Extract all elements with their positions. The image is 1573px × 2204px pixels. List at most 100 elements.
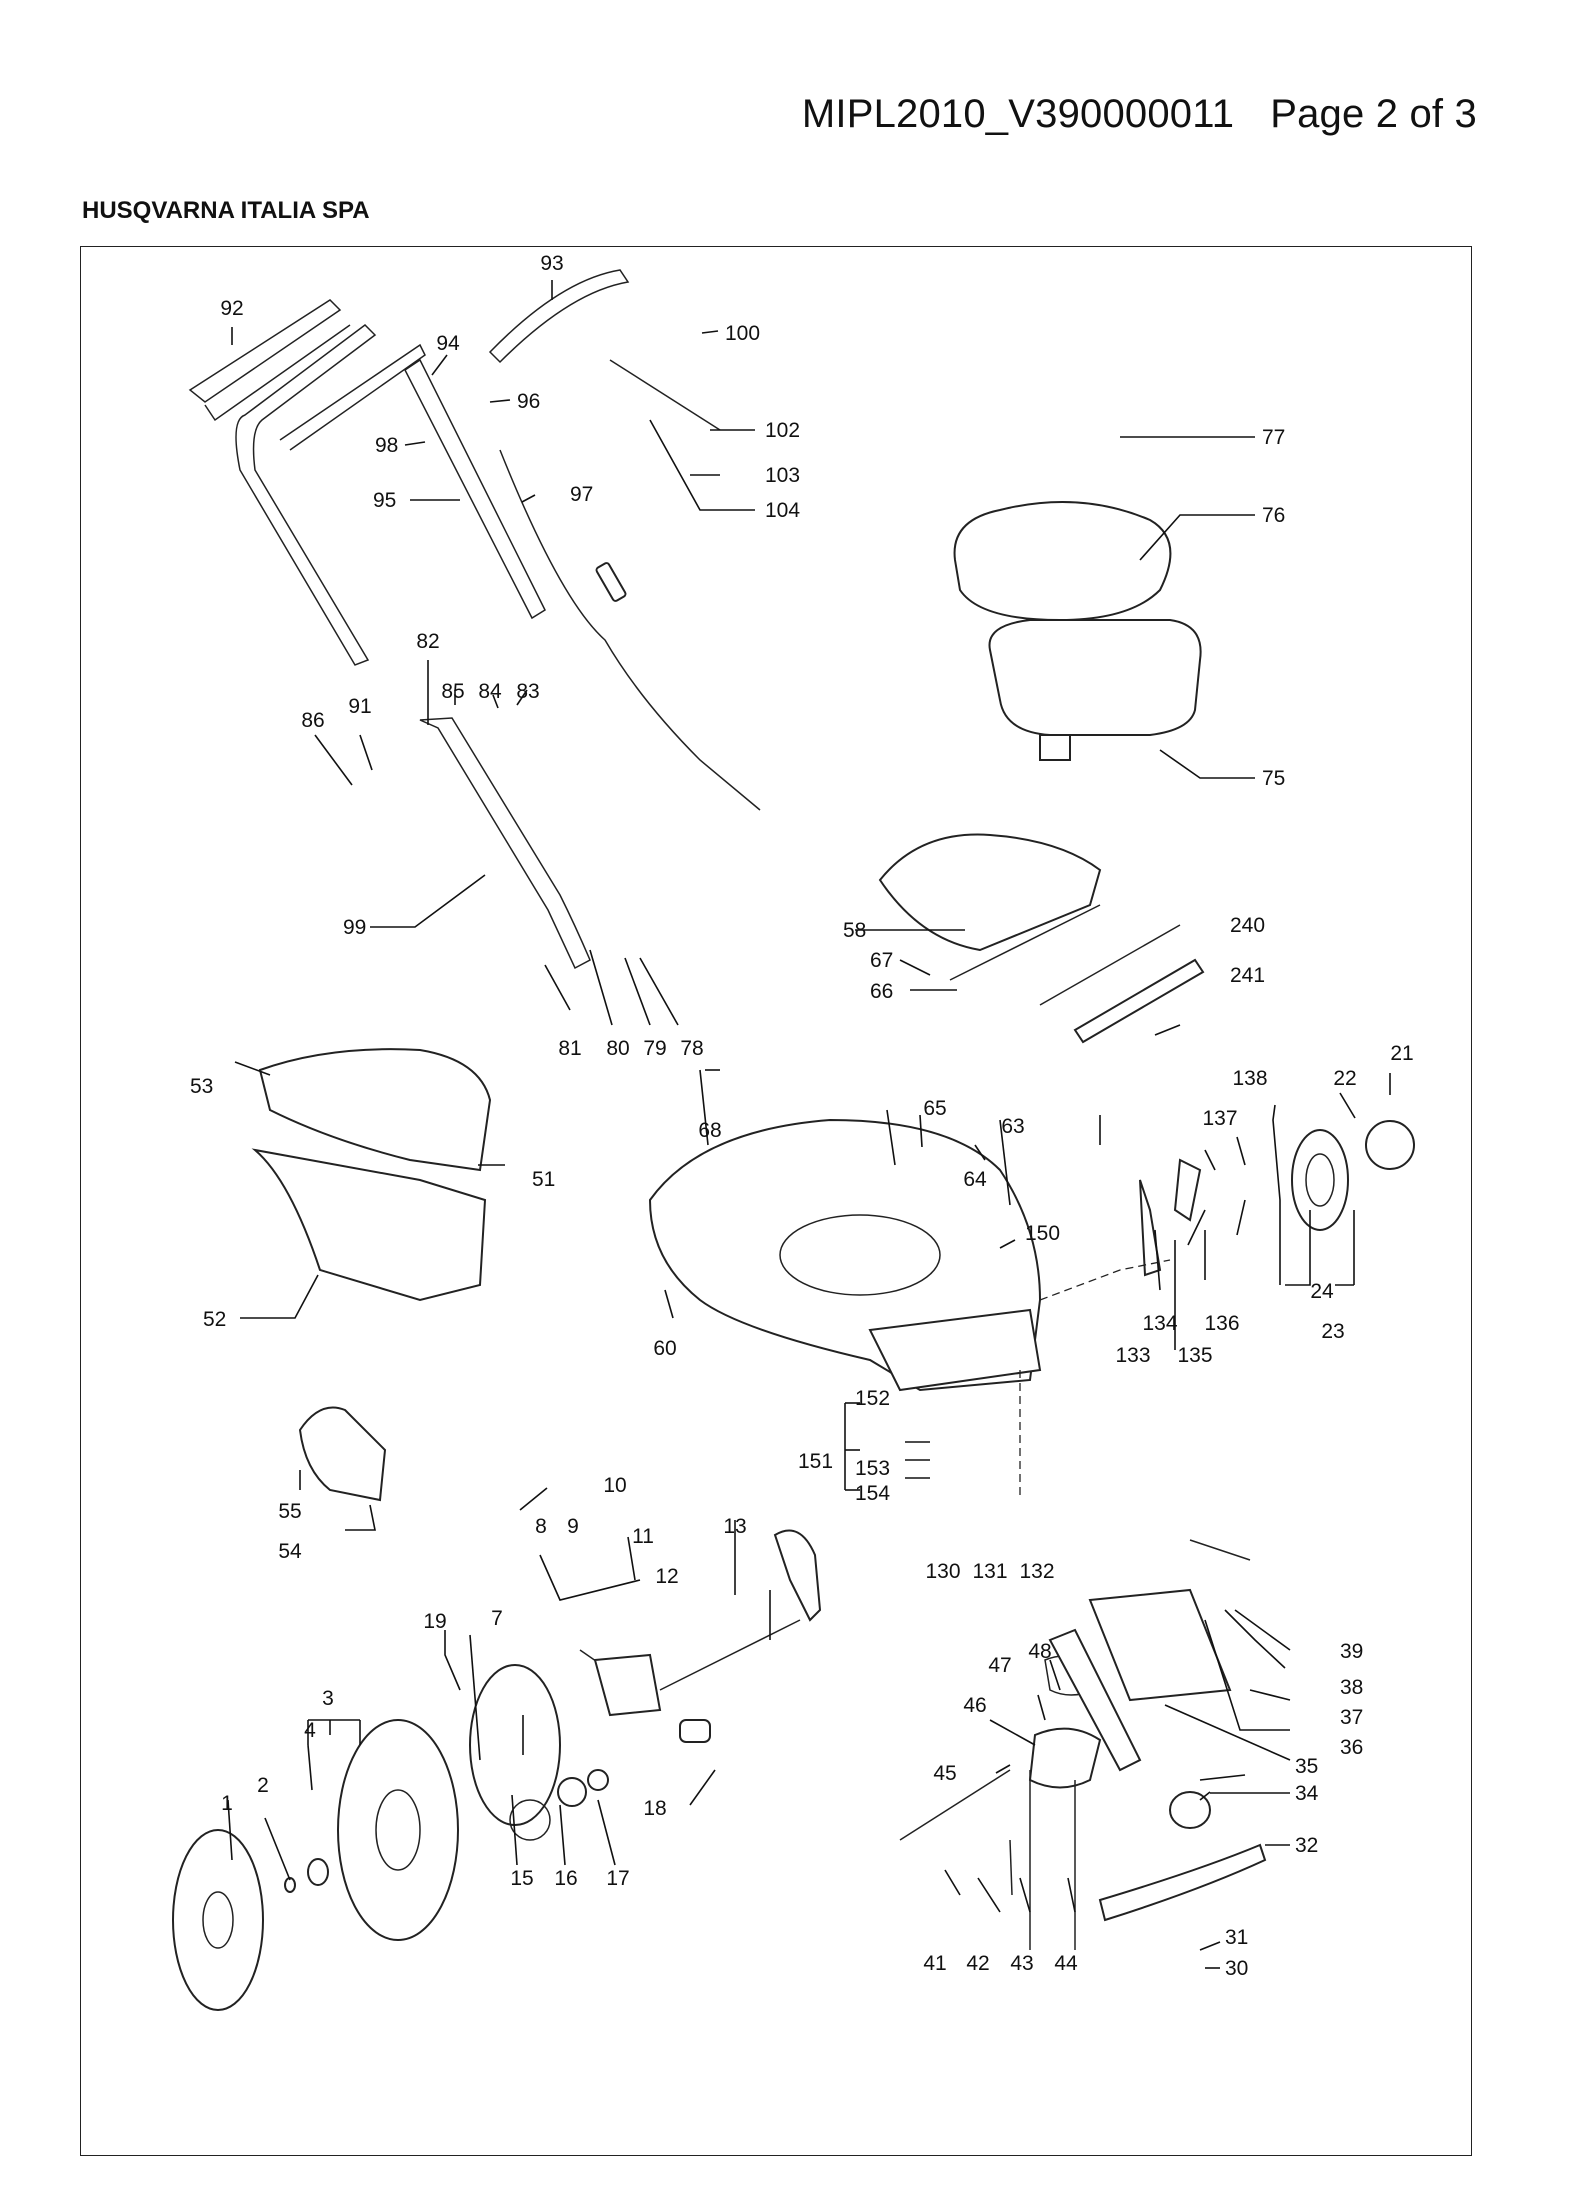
callout-32: 32 bbox=[1295, 1834, 1318, 1857]
alignment-lines bbox=[1019, 1259, 1171, 1500]
callout-19: 19 bbox=[423, 1610, 446, 1633]
callout-45: 45 bbox=[933, 1762, 956, 1785]
callout-3: 3 bbox=[322, 1687, 334, 1710]
callout-152: 152 bbox=[855, 1387, 890, 1410]
gearbox-assembly bbox=[899, 1539, 1267, 1950]
callout-7: 7 bbox=[491, 1607, 503, 1630]
front-wheel-assembly bbox=[172, 1719, 459, 2011]
callout-51: 51 bbox=[532, 1168, 555, 1191]
callout-84: 84 bbox=[478, 680, 502, 703]
callout-91: 91 bbox=[348, 695, 371, 718]
callout-43: 43 bbox=[1010, 1952, 1033, 1975]
callout-131: 131 bbox=[972, 1560, 1007, 1583]
callout-137: 137 bbox=[1202, 1107, 1237, 1130]
rear-flap-assembly bbox=[878, 833, 1205, 1044]
deflector-assembly bbox=[298, 1406, 387, 1502]
callout-83: 83 bbox=[516, 680, 539, 703]
callout-42: 42 bbox=[966, 1952, 989, 1975]
callout-102: 102 bbox=[765, 419, 800, 442]
callout-65: 65 bbox=[923, 1097, 946, 1120]
callout-98: 98 bbox=[375, 434, 398, 457]
callout-60: 60 bbox=[653, 1337, 676, 1360]
callout-132: 132 bbox=[1019, 1560, 1054, 1583]
callout-82: 82 bbox=[416, 630, 439, 653]
callout-136: 136 bbox=[1204, 1312, 1239, 1335]
deck-assembly bbox=[648, 1118, 1042, 1392]
callout-47: 47 bbox=[988, 1654, 1011, 1677]
callout-35: 35 bbox=[1295, 1755, 1318, 1778]
callout-55: 55 bbox=[278, 1500, 301, 1523]
callout-41: 41 bbox=[923, 1952, 946, 1975]
callout-52: 52 bbox=[203, 1308, 226, 1331]
callout-80: 80 bbox=[606, 1037, 629, 1060]
callout-30: 30 bbox=[1225, 1957, 1248, 1980]
page-indicator: Page 2 of 3 bbox=[1270, 92, 1477, 136]
callout-46: 46 bbox=[963, 1694, 986, 1717]
callout-97: 97 bbox=[570, 483, 593, 506]
callout-53: 53 bbox=[190, 1075, 213, 1098]
callout-94: 94 bbox=[436, 332, 460, 355]
callout-15: 15 bbox=[510, 1867, 533, 1890]
diagram-frame bbox=[80, 246, 1472, 2156]
callout-54: 54 bbox=[278, 1540, 302, 1563]
callout-68: 68 bbox=[698, 1119, 721, 1142]
callout-38: 38 bbox=[1340, 1676, 1363, 1699]
callout-130: 130 bbox=[925, 1560, 960, 1583]
rear-wheel-assembly bbox=[1139, 1120, 1415, 1277]
callout-16: 16 bbox=[554, 1867, 577, 1890]
callout-138: 138 bbox=[1232, 1067, 1267, 1090]
callout-48: 48 bbox=[1028, 1640, 1051, 1663]
callout-10: 10 bbox=[603, 1474, 626, 1497]
callout-86: 86 bbox=[301, 709, 324, 732]
callout-63: 63 bbox=[1001, 1115, 1024, 1138]
callout-11: 11 bbox=[632, 1525, 654, 1548]
callout-67: 67 bbox=[870, 949, 893, 972]
callout-133: 133 bbox=[1115, 1344, 1150, 1367]
company-name: HUSQVARNA ITALIA SPA bbox=[82, 197, 370, 224]
callout-9: 9 bbox=[567, 1515, 579, 1538]
callout-2: 2 bbox=[257, 1774, 269, 1797]
leader-lines bbox=[227, 280, 1391, 1969]
callout-99: 99 bbox=[343, 916, 366, 939]
callout-21: 21 bbox=[1390, 1042, 1413, 1065]
callout-44: 44 bbox=[1054, 1952, 1078, 1975]
callout-36: 36 bbox=[1340, 1736, 1363, 1759]
callout-4: 4 bbox=[304, 1719, 316, 1742]
callout-39: 39 bbox=[1340, 1640, 1363, 1663]
callout-8: 8 bbox=[535, 1515, 547, 1538]
callout-12: 12 bbox=[655, 1565, 678, 1588]
callout-64: 64 bbox=[963, 1168, 987, 1191]
callout-labels: 93 92 94 100 96 98 102 103 97 95 104 77 … bbox=[190, 252, 1414, 1980]
callout-75: 75 bbox=[1262, 767, 1285, 790]
callout-78: 78 bbox=[680, 1037, 703, 1060]
callout-37: 37 bbox=[1340, 1706, 1363, 1729]
callout-23: 23 bbox=[1321, 1320, 1344, 1343]
callout-81: 81 bbox=[558, 1037, 581, 1060]
document-header: MIPL2010_V390000011 Page 2 of 3 bbox=[802, 92, 1477, 137]
callout-95: 95 bbox=[373, 489, 396, 512]
callout-134: 134 bbox=[1142, 1312, 1177, 1335]
callout-240: 240 bbox=[1230, 914, 1265, 937]
callout-150: 150 bbox=[1025, 1222, 1060, 1245]
handle-assembly bbox=[188, 269, 761, 970]
callout-153: 153 bbox=[855, 1457, 890, 1480]
callout-58: 58 bbox=[843, 919, 866, 942]
callout-22: 22 bbox=[1333, 1067, 1356, 1090]
callout-66: 66 bbox=[870, 980, 893, 1003]
callout-92: 92 bbox=[220, 297, 243, 320]
document-id: MIPL2010_V390000011 bbox=[801, 92, 1235, 136]
callout-1: 1 bbox=[221, 1792, 233, 1815]
callout-93: 93 bbox=[540, 252, 563, 275]
callout-151: 151 bbox=[798, 1450, 833, 1473]
callout-135: 135 bbox=[1177, 1344, 1212, 1367]
callout-17: 17 bbox=[606, 1867, 629, 1890]
callout-104: 104 bbox=[765, 499, 800, 522]
callout-103: 103 bbox=[765, 464, 800, 487]
callout-77: 77 bbox=[1262, 426, 1285, 449]
callout-154: 154 bbox=[855, 1482, 890, 1505]
grass-bag-assembly bbox=[251, 1048, 492, 1302]
callout-241: 241 bbox=[1230, 964, 1265, 987]
callout-100: 100 bbox=[725, 322, 760, 345]
callout-18: 18 bbox=[643, 1797, 666, 1820]
